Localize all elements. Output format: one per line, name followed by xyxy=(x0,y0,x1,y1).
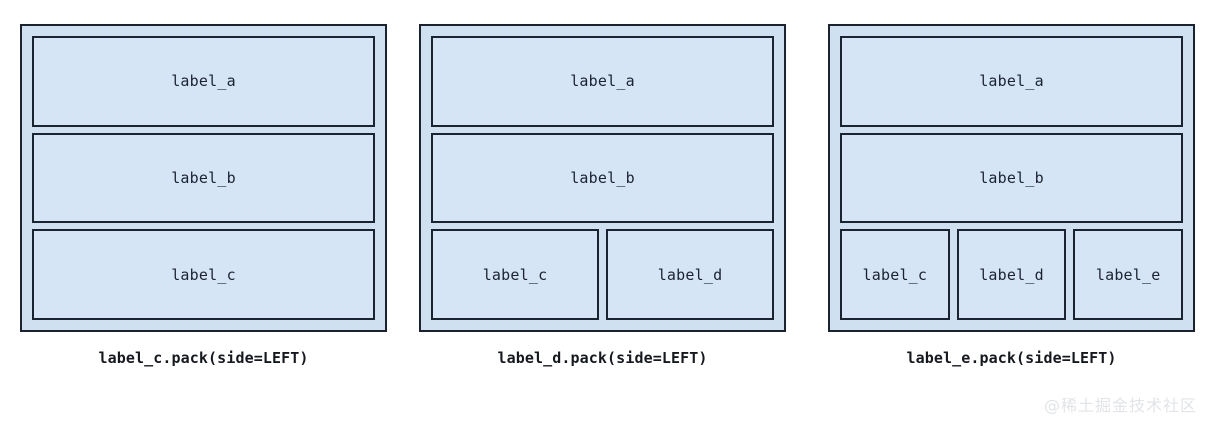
panel-caption-2: label_d.pack(side=LEFT) xyxy=(497,349,708,367)
panel-group-1: label_a label_b label_c xyxy=(20,24,387,332)
label-box-text: label_e xyxy=(1095,265,1161,284)
panel-row: label_a xyxy=(32,36,375,127)
label-box-text: label_a xyxy=(570,72,635,91)
container-frame-2: label_a label_b label_c label_d xyxy=(419,24,786,332)
label-box-text: label_c xyxy=(482,265,548,284)
label-box-text: label_b xyxy=(979,169,1044,187)
label-box-b: label_b xyxy=(32,132,375,224)
panel-row: label_b xyxy=(840,132,1183,224)
panel-group-3: label_a label_b label_c label_d label_e xyxy=(828,24,1195,332)
label-box-a: label_a xyxy=(32,36,375,127)
label-box-c: label_c xyxy=(840,229,950,321)
label-box-text: label_a xyxy=(171,72,236,91)
panel-row: label_c label_d label_e xyxy=(840,229,1184,321)
label-box-d: label_d xyxy=(606,229,774,321)
container-frame-3: label_a label_b label_c label_d label_e xyxy=(828,24,1195,332)
panel-row: label_c label_d xyxy=(431,229,774,321)
panel-caption-3: label_e.pack(side=LEFT) xyxy=(906,349,1117,367)
label-box-text: label_c xyxy=(862,265,928,284)
panel-row: label_b xyxy=(32,132,375,224)
container-frame-1: label_a label_b label_c xyxy=(20,24,387,332)
panel-row: label_c xyxy=(32,229,375,321)
panel-group-2: label_a label_b label_c label_d xyxy=(419,24,786,332)
label-box-text: label_b xyxy=(570,169,635,187)
panel-row: label_a xyxy=(840,36,1183,127)
label-box-c: label_c xyxy=(431,229,599,321)
watermark: @稀土掘金技术社区 xyxy=(1043,396,1197,415)
label-box-text: label_b xyxy=(171,169,236,187)
label-box-b: label_b xyxy=(840,132,1183,224)
label-box-c: label_c xyxy=(32,229,375,321)
panel-caption-1: label_c.pack(side=LEFT) xyxy=(98,349,309,367)
label-box-a: label_a xyxy=(840,36,1183,127)
label-box-b: label_b xyxy=(431,132,774,224)
label-box-d: label_d xyxy=(956,229,1067,321)
panel-row: label_b xyxy=(431,132,774,224)
label-box-text: label_d xyxy=(979,265,1044,284)
panel-row: label_a xyxy=(431,36,774,127)
label-box-text: label_d xyxy=(657,265,723,284)
label-box-text: label_c xyxy=(171,265,236,284)
label-box-e: label_e xyxy=(1073,229,1184,321)
label-box-text: label_a xyxy=(979,72,1044,91)
label-box-a: label_a xyxy=(431,36,774,127)
